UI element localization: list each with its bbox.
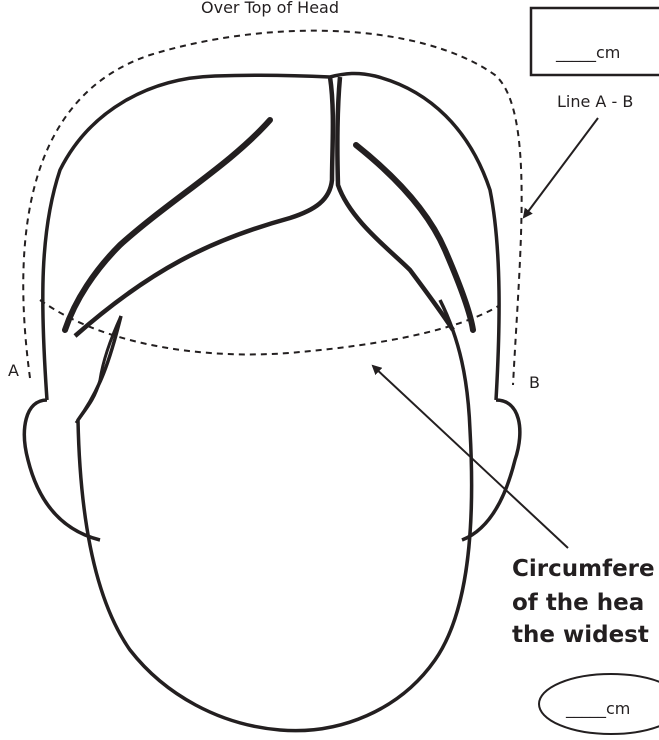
circumference-text-line-1: Circumfere xyxy=(512,556,655,582)
line-ab-answer-box[interactable] xyxy=(531,8,659,75)
circumference-answer-value: _____cm xyxy=(565,699,630,719)
circumference-text-line-3: the widest xyxy=(512,622,649,648)
point-a-label: A xyxy=(8,361,19,380)
left-ear xyxy=(24,400,100,540)
face-outline xyxy=(78,300,472,731)
line-ab-arrow xyxy=(524,118,598,217)
line-ab-answer-value: _____cm xyxy=(555,43,620,63)
hair-part-left xyxy=(75,77,333,336)
over-top-label: Over Top of Head xyxy=(201,0,339,17)
circumference-text-line-2: of the hea xyxy=(512,590,644,616)
hair-strand-left xyxy=(65,120,270,330)
hair-part-right xyxy=(337,77,453,330)
line-ab-caption: Line A - B xyxy=(557,92,633,111)
over-top-dashed-line xyxy=(23,31,521,385)
point-b-label: B xyxy=(529,373,540,392)
